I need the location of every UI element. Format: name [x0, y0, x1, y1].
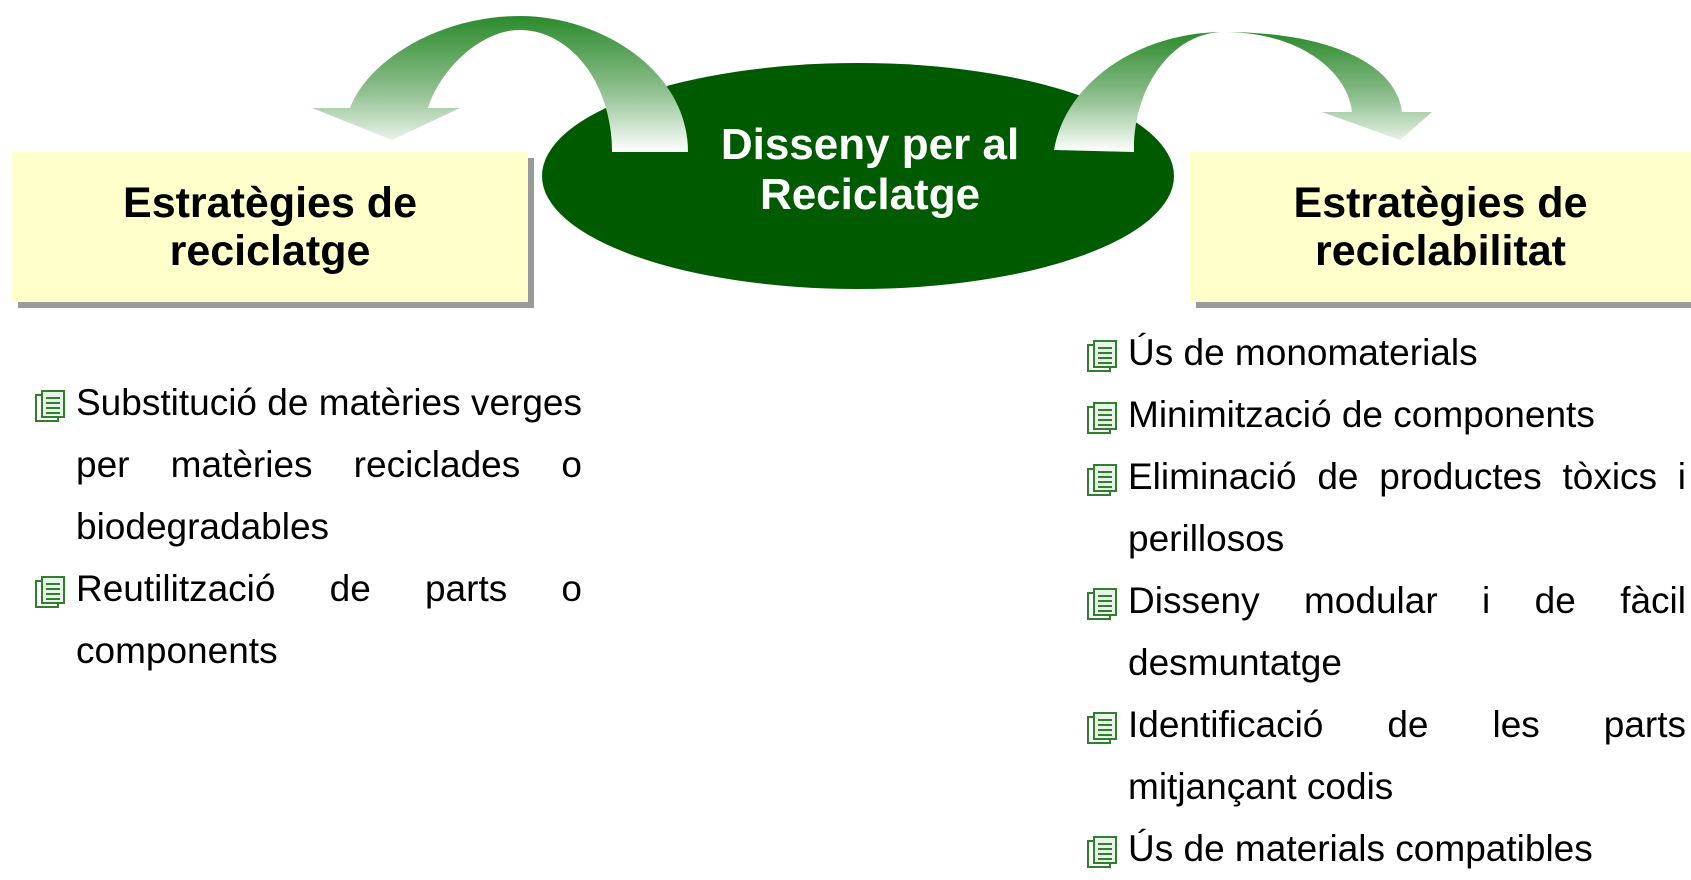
list-item: Ús de monomaterials: [1086, 322, 1686, 384]
list-item-text: Disseny modular i de fàcil desmuntatge: [1128, 580, 1686, 683]
document-stack-icon: [35, 576, 65, 608]
list-item-text: Identificació de les parts mitjançant co…: [1128, 704, 1686, 807]
right-title-line1: Estratègies de: [1293, 179, 1588, 227]
right-box-title: Estratègies de reciclabilitat: [1294, 179, 1588, 275]
document-stack-icon: [1087, 588, 1117, 620]
center-title-line1: Disseny per al: [720, 120, 1020, 169]
list-item: Substitució de matèries verges per matèr…: [34, 372, 582, 558]
list-item-text: Substitució de matèries verges per matèr…: [76, 382, 582, 547]
document-stack-icon: [1087, 836, 1117, 868]
left-box-title: Estratègies de reciclatge: [123, 179, 417, 275]
document-stack-icon: [1087, 464, 1117, 496]
center-ellipse: [542, 63, 1174, 289]
center-title-line2: Reciclatge: [759, 170, 981, 219]
list-item: Ús de materials compatibles: [1086, 818, 1686, 880]
document-stack-icon: [35, 390, 65, 422]
list-item: Minimització de components: [1086, 384, 1686, 446]
center-title: Disseny per al Reciclatge: [640, 120, 1100, 220]
left-strategy-box: Estratègies de reciclatge: [12, 152, 528, 302]
list-item: Reutilització de parts o components: [34, 558, 582, 682]
list-item-text: Ús de monomaterials: [1128, 332, 1478, 373]
list-item: Eliminació de productes tòxics i perillo…: [1086, 446, 1686, 570]
left-title-line1: Estratègies de: [123, 179, 417, 227]
list-item-text: Reutilització de parts o components: [76, 568, 582, 671]
document-stack-icon: [1087, 340, 1117, 372]
left-strategy-list: Substitució de matèries verges per matèr…: [34, 372, 582, 682]
left-curved-arrow-icon: [312, 16, 688, 152]
left-title-line2: reciclatge: [169, 227, 371, 275]
list-item: Disseny modular i de fàcil desmuntatge: [1086, 570, 1686, 694]
right-title-line2: reciclabilitat: [1315, 227, 1566, 275]
list-item: Identificació de les parts mitjançant co…: [1086, 694, 1686, 818]
right-strategy-box: Estratègies de reciclabilitat: [1190, 152, 1691, 302]
right-strategy-list: Ús de monomaterials Minimització de comp…: [1086, 322, 1686, 880]
document-stack-icon: [1087, 402, 1117, 434]
list-item-text: Minimització de components: [1128, 394, 1595, 435]
document-stack-icon: [1087, 712, 1117, 744]
list-item-text: Eliminació de productes tòxics i perillo…: [1128, 456, 1686, 559]
right-curved-arrow-icon: [1054, 32, 1432, 152]
list-item-text: Ús de materials compatibles: [1128, 828, 1593, 869]
